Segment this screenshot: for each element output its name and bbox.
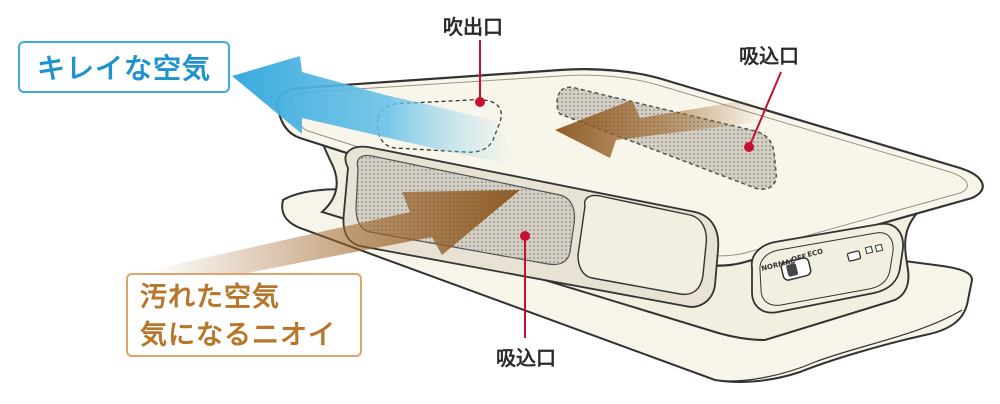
switch-eco-label: ECO [807,247,824,259]
dirty-air-arrow-front [150,190,520,290]
dirty-air-arrow-top [555,98,760,158]
switch-off-label: OFF [791,252,808,264]
clean-air-text: キレイな空気 [36,52,211,85]
inlet-top-pointer-dot [744,142,754,152]
clean-air-arrow-shape [232,56,515,165]
outlet-pointer-dot [475,97,485,107]
led-indicator [874,243,884,253]
clean-air-label: キレイな空気 [18,41,230,93]
inlet-top-label: 吸込口 [739,44,799,68]
inlet-front-label: 吸込口 [496,346,556,370]
control-panel [750,222,904,314]
dirty-air-label: 汚れた空気 気になるニオイ [126,273,362,357]
outlet-label: 吹出口 [443,15,503,39]
led-indicator [864,245,874,255]
usb-port [846,250,862,262]
inlet-front-pointer-dot [520,231,530,241]
dirty-air-text-line2: 気になるニオイ [140,320,336,351]
inlet-top-pointer [749,71,782,146]
dirty-air-text-line1: 汚れた空気 [140,282,280,313]
